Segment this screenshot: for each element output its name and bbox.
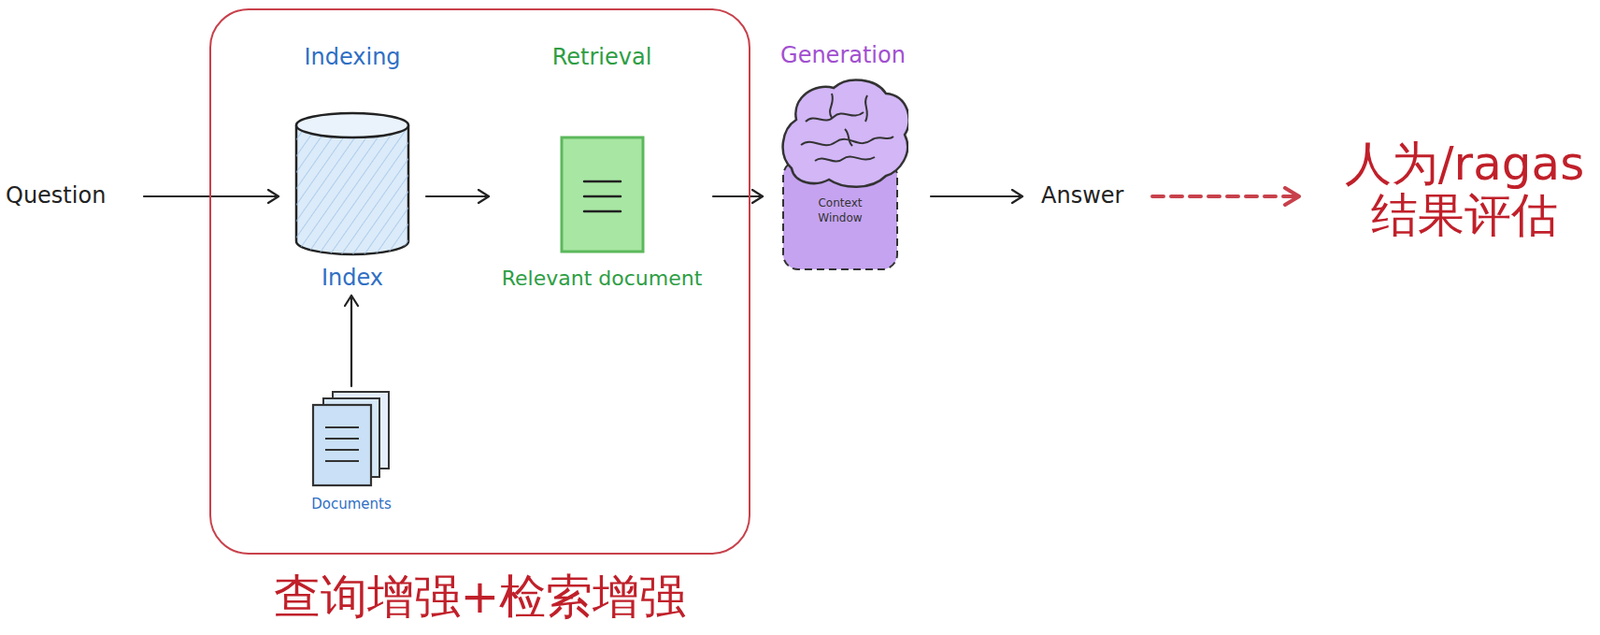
database-cylinder	[293, 110, 412, 258]
node-label: Answer	[1039, 179, 1134, 212]
node-label: Question	[3, 179, 116, 212]
stage-heading: Retrieval	[552, 42, 653, 72]
relevant-document: RetrievalRelevant document	[494, 42, 710, 292]
context-label: Context Window	[801, 196, 879, 226]
answer-label: Answer	[1039, 179, 1134, 212]
evaluation-arrow	[1152, 194, 1300, 199]
evaluation-text: 人为/ragas 结果评估	[1327, 138, 1600, 242]
flow-arrow	[930, 195, 1023, 198]
flow-arrow	[143, 195, 279, 198]
enhancement-region: 查询增强+检索增强IndexingIndexDocumentsRetrieval…	[209, 8, 751, 555]
document-icon	[558, 134, 646, 255]
stage-heading: Generation	[780, 41, 906, 70]
shape-label: Relevant document	[501, 265, 703, 292]
region-caption: 查询增强+检索增强	[211, 571, 749, 623]
start-label: Question	[3, 179, 116, 212]
brain-icon	[777, 74, 909, 273]
shape-label: Documents	[311, 495, 392, 514]
shape-label: Index	[321, 263, 384, 292]
index-cylinder: IndexingIndex	[282, 42, 423, 292]
generation-brain: GenerationContext Window	[768, 41, 918, 273]
brain-figure: Context Window	[777, 74, 909, 273]
flow-arrow	[426, 195, 489, 198]
documents-stack: Documents	[299, 389, 404, 514]
evaluation-label: 人为/ragas 结果评估	[1327, 138, 1600, 242]
flow-arrow	[713, 195, 763, 198]
document-stack-icon	[308, 389, 395, 488]
stage-heading: Indexing	[303, 42, 400, 72]
flow-arrow	[350, 295, 353, 386]
